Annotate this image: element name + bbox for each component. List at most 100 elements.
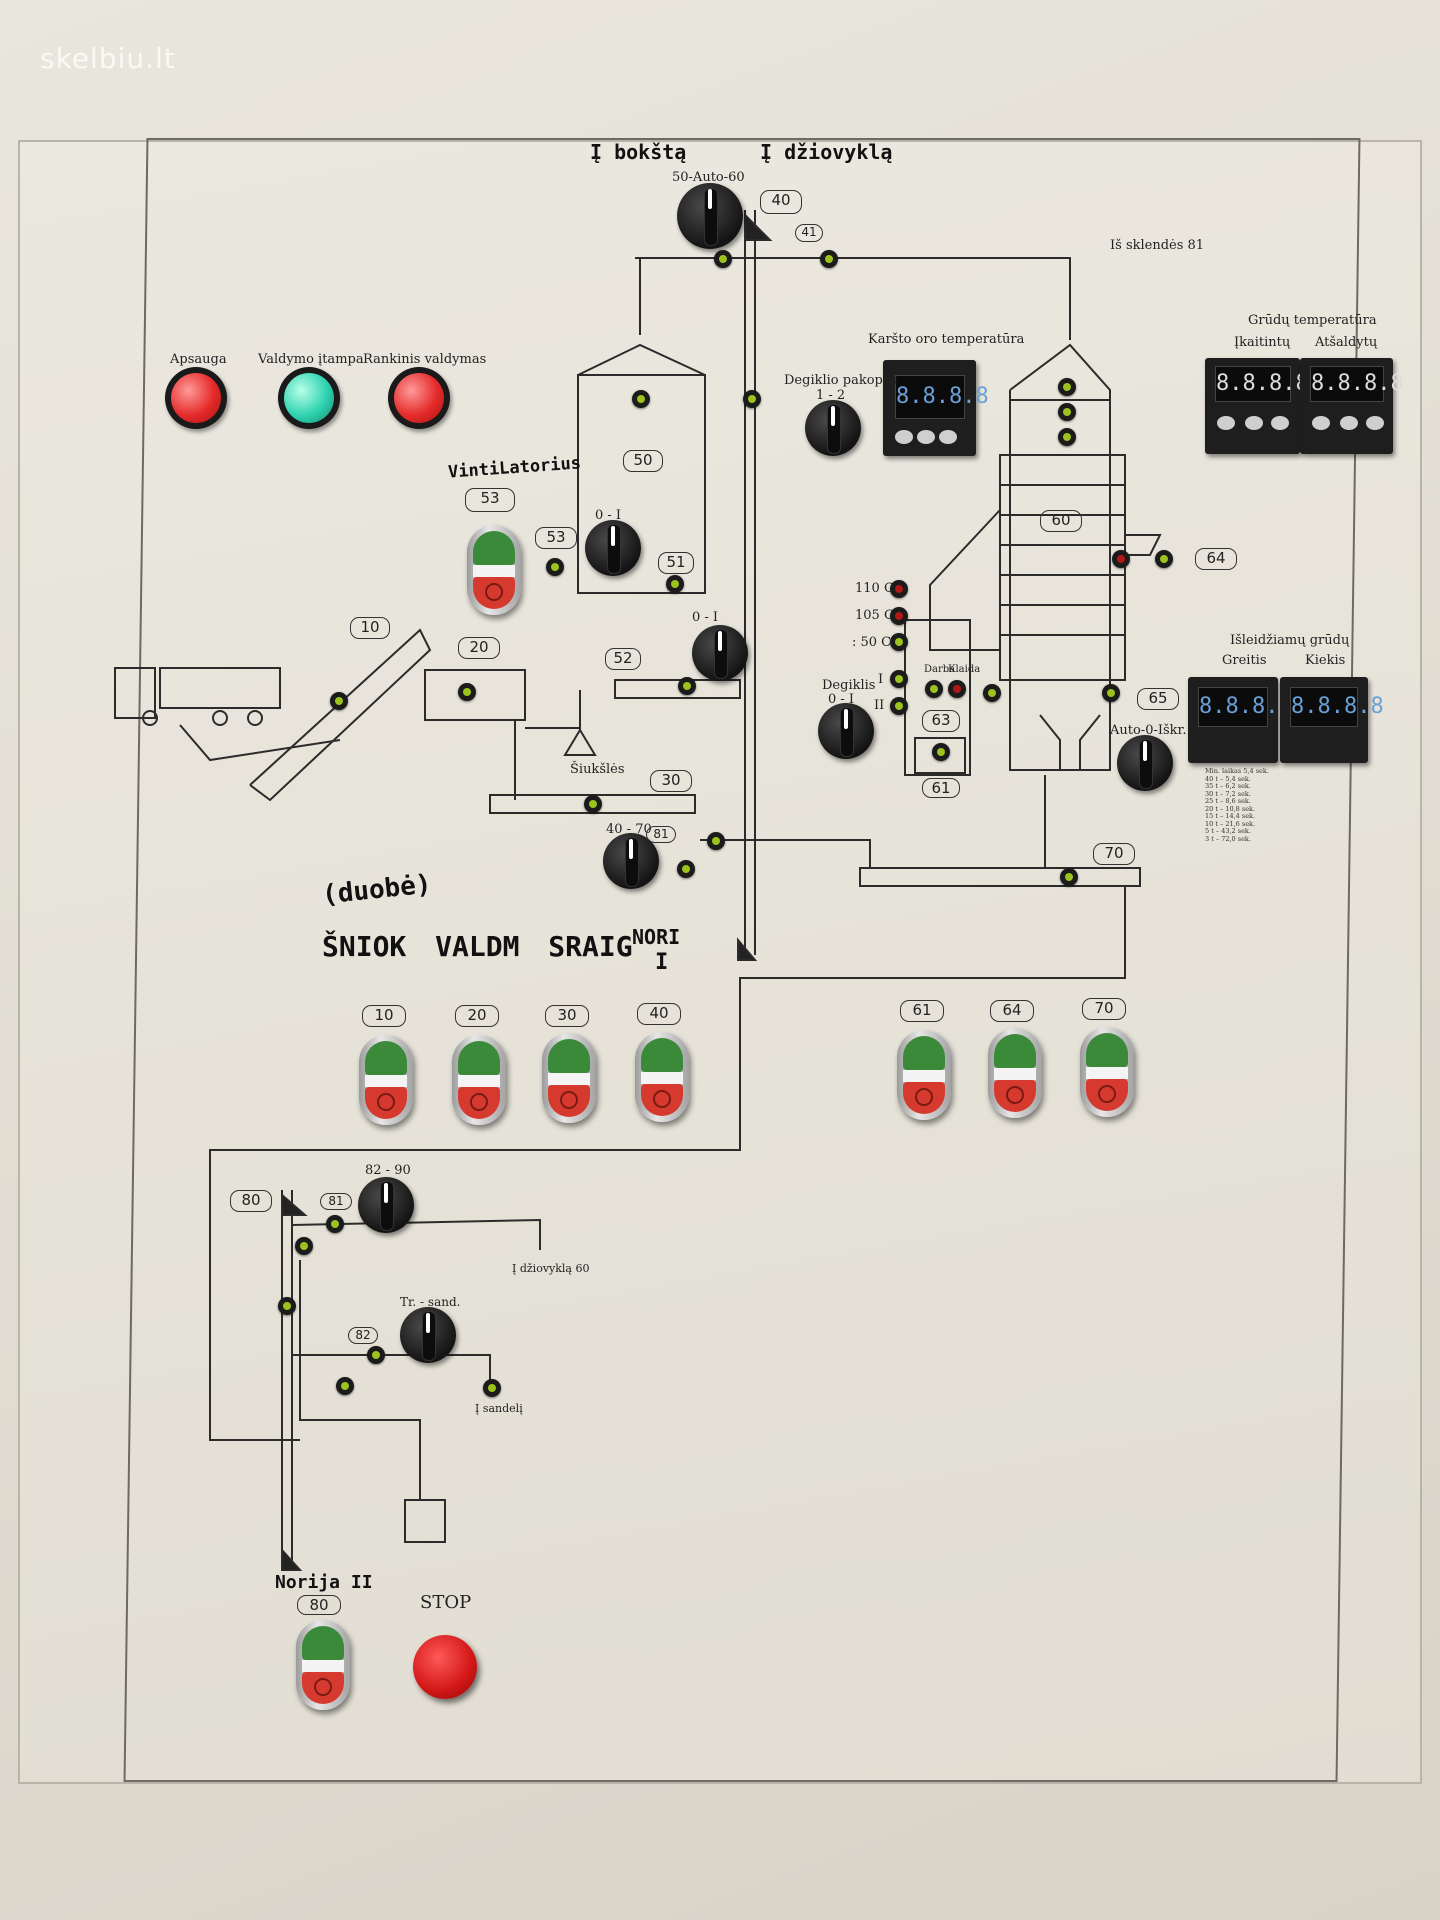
speed-table-row: 15 t – 14,4 sek. xyxy=(1205,812,1256,820)
button-80[interactable] xyxy=(296,1620,350,1710)
valdymo-label: Valdymo įtampa xyxy=(258,352,364,367)
speed-table-row: 10 t – 21,6 sek. xyxy=(1205,819,1256,828)
label-53-top: 53 xyxy=(465,488,515,512)
button-40[interactable] xyxy=(635,1032,689,1122)
led-10 xyxy=(330,692,348,710)
handwritten-nori-i: I xyxy=(655,950,669,975)
speed-table-row: 25 t – 8,6 sek. xyxy=(1205,797,1251,805)
cooled-temp-display: 8.8.8.8 xyxy=(1310,366,1404,402)
led-81a xyxy=(707,832,725,850)
btn-label-20: 20 xyxy=(455,1005,499,1027)
watermark: skelbiu.lt xyxy=(40,42,176,75)
led-40 xyxy=(714,250,732,268)
speed-table-row: 35 t – 6,2 sek. xyxy=(1205,782,1251,790)
led-41 xyxy=(820,250,838,268)
led-82-low xyxy=(336,1377,354,1395)
led-elevator xyxy=(743,390,761,408)
apsauga-label: Apsauga xyxy=(170,352,227,367)
button-53[interactable] xyxy=(467,525,521,615)
ctrl-key[interactable] xyxy=(1312,416,1330,430)
temp-105-label: 105 C xyxy=(855,608,894,623)
label-52: 52 xyxy=(605,648,641,670)
label-10: 10 xyxy=(350,617,390,639)
button-30[interactable] xyxy=(542,1033,596,1123)
stop-label: STOP xyxy=(420,1592,472,1613)
selector-burner[interactable] xyxy=(818,703,874,759)
discharge-label: Išleidžiamų grūdų xyxy=(1230,633,1350,648)
button-10[interactable] xyxy=(359,1035,413,1125)
selector-51[interactable] xyxy=(585,520,641,576)
speed-table-row: 5 t – 43,2 sek. xyxy=(1205,827,1251,835)
ctrl-key[interactable] xyxy=(939,430,957,444)
ctrl-key[interactable] xyxy=(1366,416,1384,430)
led-52 xyxy=(678,677,696,695)
selector-burner-stage[interactable] xyxy=(805,400,861,456)
speed-table-row: 20 t – 10,8 sek. xyxy=(1205,804,1256,813)
led-dryer-right xyxy=(1102,684,1120,702)
label-81: 81 xyxy=(646,826,676,843)
button-70[interactable] xyxy=(1080,1027,1134,1117)
led-63 xyxy=(932,743,950,761)
selector-52[interactable] xyxy=(692,625,748,681)
ctrl-key[interactable] xyxy=(1245,416,1263,430)
speed-display: 8.8.8.8 xyxy=(1198,687,1292,727)
ctrl-key[interactable] xyxy=(895,430,913,444)
btn-label-80: 80 xyxy=(297,1595,341,1615)
led-error xyxy=(948,680,966,698)
selector-40[interactable] xyxy=(677,183,743,249)
burner-stage-label: Degiklio pakopos xyxy=(784,373,898,388)
switch-52-range: 0 - I xyxy=(692,610,719,625)
led-dryer-left xyxy=(983,684,1001,702)
label-to-dryer-60: Į džiovyklą 60 xyxy=(512,1262,590,1275)
led-64-red xyxy=(1112,550,1130,568)
selector-82[interactable] xyxy=(400,1307,456,1363)
led-110 xyxy=(890,580,908,598)
stop-button[interactable] xyxy=(413,1635,477,1699)
button-20[interactable] xyxy=(452,1035,506,1125)
selector-65[interactable] xyxy=(1117,735,1173,791)
ctrl-key[interactable] xyxy=(1271,416,1289,430)
label-61: 61 xyxy=(922,778,960,798)
handwritten-norija-ii: Norija II xyxy=(275,1572,373,1593)
led-80-mid xyxy=(278,1297,296,1315)
btn-label-30: 30 xyxy=(545,1005,589,1027)
rankinis-valdymas-lamp xyxy=(388,367,450,429)
button-61[interactable] xyxy=(897,1030,951,1120)
heated-temp-display: 8.8.8.8 xyxy=(1215,366,1309,402)
label-siuksles: Šiukšlės xyxy=(570,762,625,777)
ctrl-key[interactable] xyxy=(1217,416,1235,430)
speed-timer: 8.8.8.8 xyxy=(1188,677,1292,763)
handwritten-nori: NORI xyxy=(632,925,681,949)
ctrl-key[interactable] xyxy=(917,430,935,444)
label-to-tower: Į bokštą xyxy=(590,140,687,164)
selector-81[interactable] xyxy=(603,833,659,889)
grain-temp-label: Grūdų temperatūra xyxy=(1248,313,1377,328)
led-30 xyxy=(584,795,602,813)
btn-label-70: 70 xyxy=(1082,998,1126,1020)
hot-air-controller: 8.8.8.8 xyxy=(883,360,989,456)
label-70: 70 xyxy=(1093,843,1135,865)
led-60a xyxy=(1058,378,1076,396)
label-63: 63 xyxy=(922,710,960,732)
button-64[interactable] xyxy=(988,1028,1042,1118)
auto-discharge-label: Auto-0-Iškr. xyxy=(1110,723,1187,738)
ctrl-key[interactable] xyxy=(1340,416,1358,430)
panel-plate xyxy=(18,140,1422,1784)
speed-table-row: Min. laikas 5,4 sek. xyxy=(1205,767,1269,775)
amount-display: 8.8.8.8 xyxy=(1290,687,1384,727)
led-60b xyxy=(1058,403,1076,421)
label-65: 65 xyxy=(1137,688,1179,710)
speed-table-row: 30 t – 7,2 sek. xyxy=(1205,789,1251,798)
label-53: 53 xyxy=(535,527,577,549)
led-work xyxy=(925,680,943,698)
cooled-temp-controller: 8.8.8.8 xyxy=(1300,358,1404,454)
led-82 xyxy=(367,1346,385,1364)
led-stage-ii xyxy=(890,697,908,715)
burner-label: Degiklis xyxy=(822,678,876,693)
selector-82-90[interactable] xyxy=(358,1177,414,1233)
label-40: 40 xyxy=(760,190,802,214)
label-60: 60 xyxy=(1040,510,1082,532)
range-82-90: 82 - 90 xyxy=(365,1163,411,1178)
temp-50-label: : 50 C xyxy=(852,635,892,650)
label-81-lower: 81 xyxy=(320,1193,352,1210)
